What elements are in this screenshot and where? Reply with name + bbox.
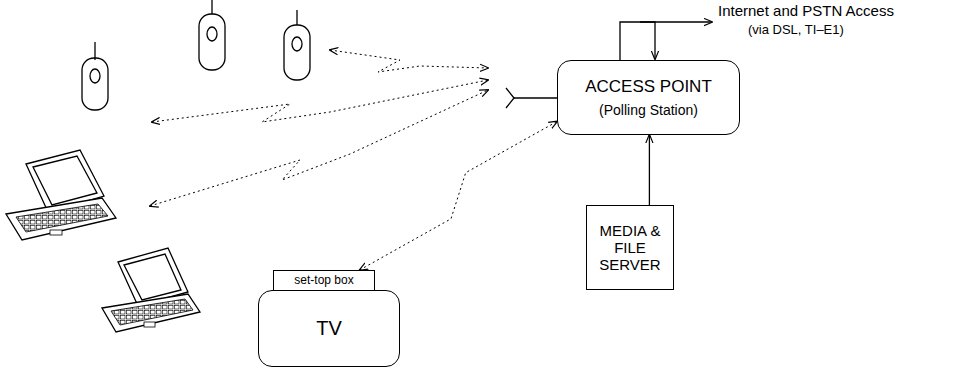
node-text: TV [316, 317, 342, 340]
node-text: MEDIA & FILE SERVER [595, 222, 665, 274]
connector-arrow [649, 135, 650, 205]
handset-1 [82, 42, 108, 110]
wireless-link [360, 122, 557, 271]
handset-2 [199, 0, 225, 70]
node-text: set-top box [294, 274, 353, 288]
wireless-links [150, 50, 488, 206]
network-label: (via DSL, TI–E1) [746, 23, 846, 38]
access-point-box: ACCESS POINT (Polling Station) [557, 60, 740, 135]
antenna [506, 88, 557, 108]
handset-3 [284, 10, 310, 80]
node-text: (Polling Station) [599, 102, 698, 118]
laptop-2 [102, 248, 200, 332]
internet-link [620, 22, 712, 60]
set-top-box: set-top box [273, 270, 375, 292]
laptop-1 [6, 150, 116, 240]
network-label: Internet and PSTN Access [716, 2, 896, 19]
tv-box: TV [258, 290, 400, 367]
server-box: MEDIA & FILE SERVER [586, 205, 674, 290]
node-text: ACCESS POINT [585, 77, 712, 97]
